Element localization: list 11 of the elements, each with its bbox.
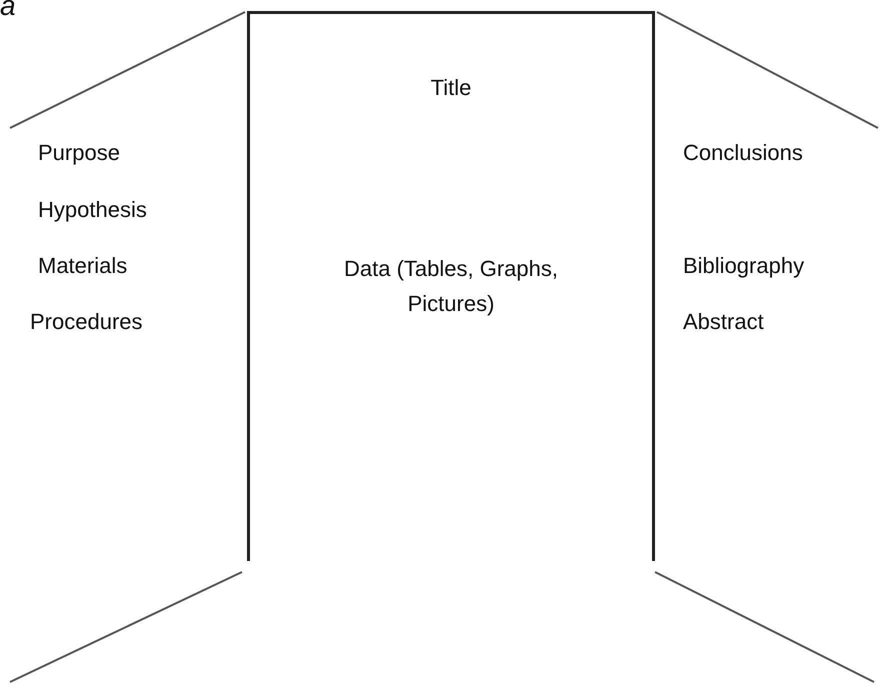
section-heading: Materials bbox=[38, 253, 128, 279]
title-text: Title bbox=[430, 74, 472, 102]
section-heading: Procedures bbox=[30, 309, 143, 335]
section-heading: Abstract bbox=[683, 309, 764, 335]
section-heading: Hypothesis bbox=[38, 197, 147, 223]
section-heading: Bibliography bbox=[683, 253, 804, 279]
section-heading: Conclusions bbox=[683, 140, 803, 166]
section-heading: Purpose bbox=[38, 140, 120, 166]
center-panel bbox=[247, 11, 655, 561]
section-heading: Data (Tables, Graphs, Pictures) bbox=[343, 255, 559, 318]
panel-letter: a bbox=[0, 0, 16, 22]
